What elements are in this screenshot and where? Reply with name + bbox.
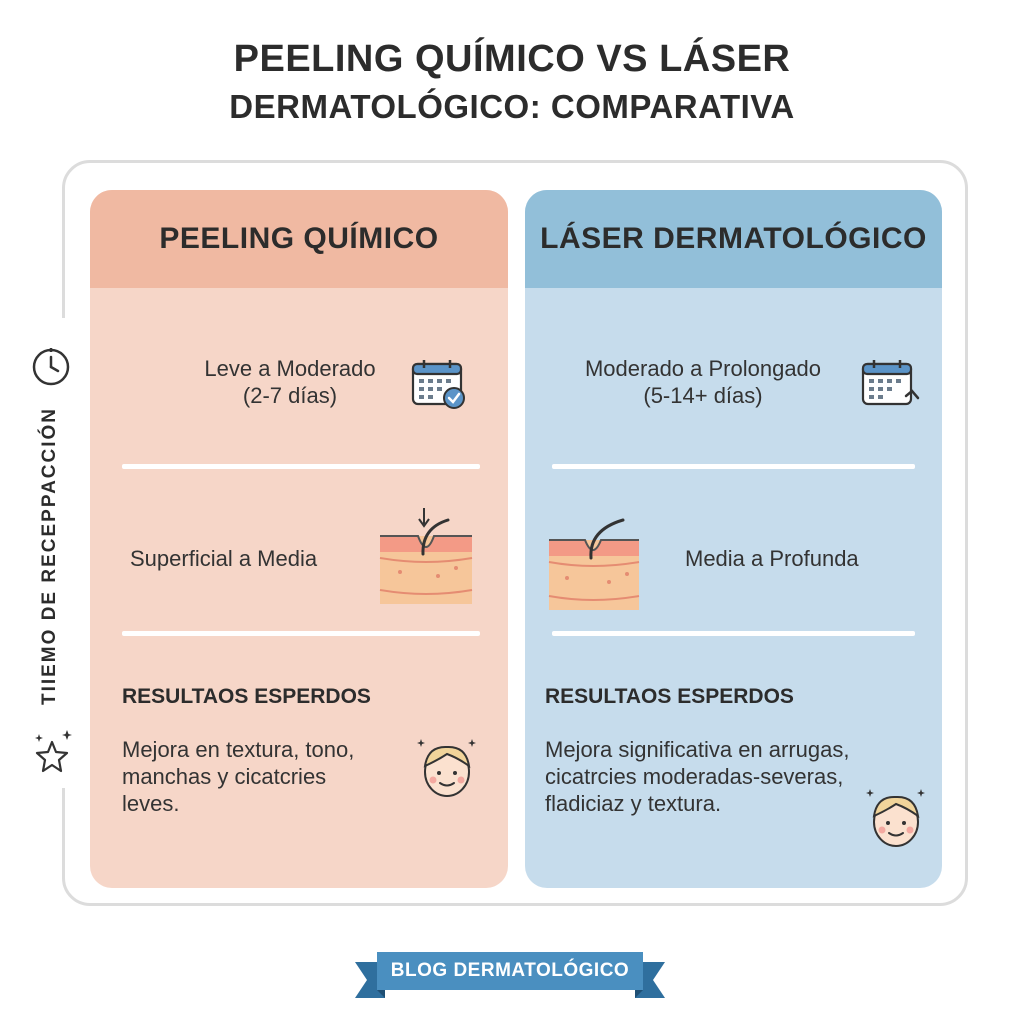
page-title-line1: PEELING QUÍMICO VS LÁSER — [233, 38, 791, 80]
blog-ribbon-label: BLOG DERMATOLÓGICO — [390, 960, 630, 981]
peeling-recovery-line1: Leve a Moderado — [204, 356, 376, 381]
page-title-line2: DERMATOLÓGICO: COMPARATIVA — [229, 88, 795, 125]
skin-layer-icon — [379, 508, 473, 604]
laser-results-line2: cicatrcies moderadas-severas, — [545, 764, 844, 789]
face-icon — [417, 739, 476, 797]
laser-heading: LÁSER DERMATOLÓGICO — [525, 190, 942, 288]
peeling-depth: Superficial a Media — [130, 546, 318, 571]
peeling-results-line2: manchas y cicatcries — [122, 764, 327, 789]
calendar-icon — [861, 360, 920, 406]
clock-icon — [32, 348, 70, 386]
peeling-divider-1 — [122, 464, 480, 469]
peeling-results-line1: Mejora en textura, tono, — [122, 737, 355, 762]
laser-recovery-line2: (5-14+ días) — [643, 383, 763, 408]
peeling-results-line3: leves. — [122, 791, 180, 816]
frame-gap — [50, 318, 80, 788]
sparkle-star-icon — [35, 730, 72, 773]
blog-ribbon — [355, 952, 665, 998]
skin-layer-icon — [548, 518, 640, 610]
laser-results-line1: Mejora significativa en arrugas, — [545, 737, 850, 762]
laser-divider-1 — [552, 464, 915, 469]
laser-recovery-line1: Moderado a Prolongado — [584, 356, 822, 381]
peeling-results-heading: RESULTAOS ESPERDOS — [122, 685, 371, 708]
laser-divider-2 — [552, 631, 915, 636]
laser-results-line3: fladiciaz y textura. — [545, 791, 722, 816]
laser-panel: LÁSER DERMATOLÓGICO Moderado a Prolongad… — [525, 190, 942, 888]
calendar-check-icon — [411, 360, 465, 409]
face-icon — [866, 789, 925, 847]
peeling-recovery-line2: (2-7 días) — [242, 383, 338, 408]
laser-results-heading: RESULTAOS ESPERDOS — [545, 685, 794, 708]
peeling-heading: PEELING QUÍMICO — [90, 190, 508, 288]
side-label: TIIEMO DE RECEPPACCIÓN — [39, 406, 60, 706]
peeling-panel: PEELING QUÍMICO Leve a Moderado (2-7 día… — [90, 190, 508, 888]
laser-depth: Media a Profunda — [685, 546, 859, 571]
peeling-divider-2 — [122, 631, 480, 636]
